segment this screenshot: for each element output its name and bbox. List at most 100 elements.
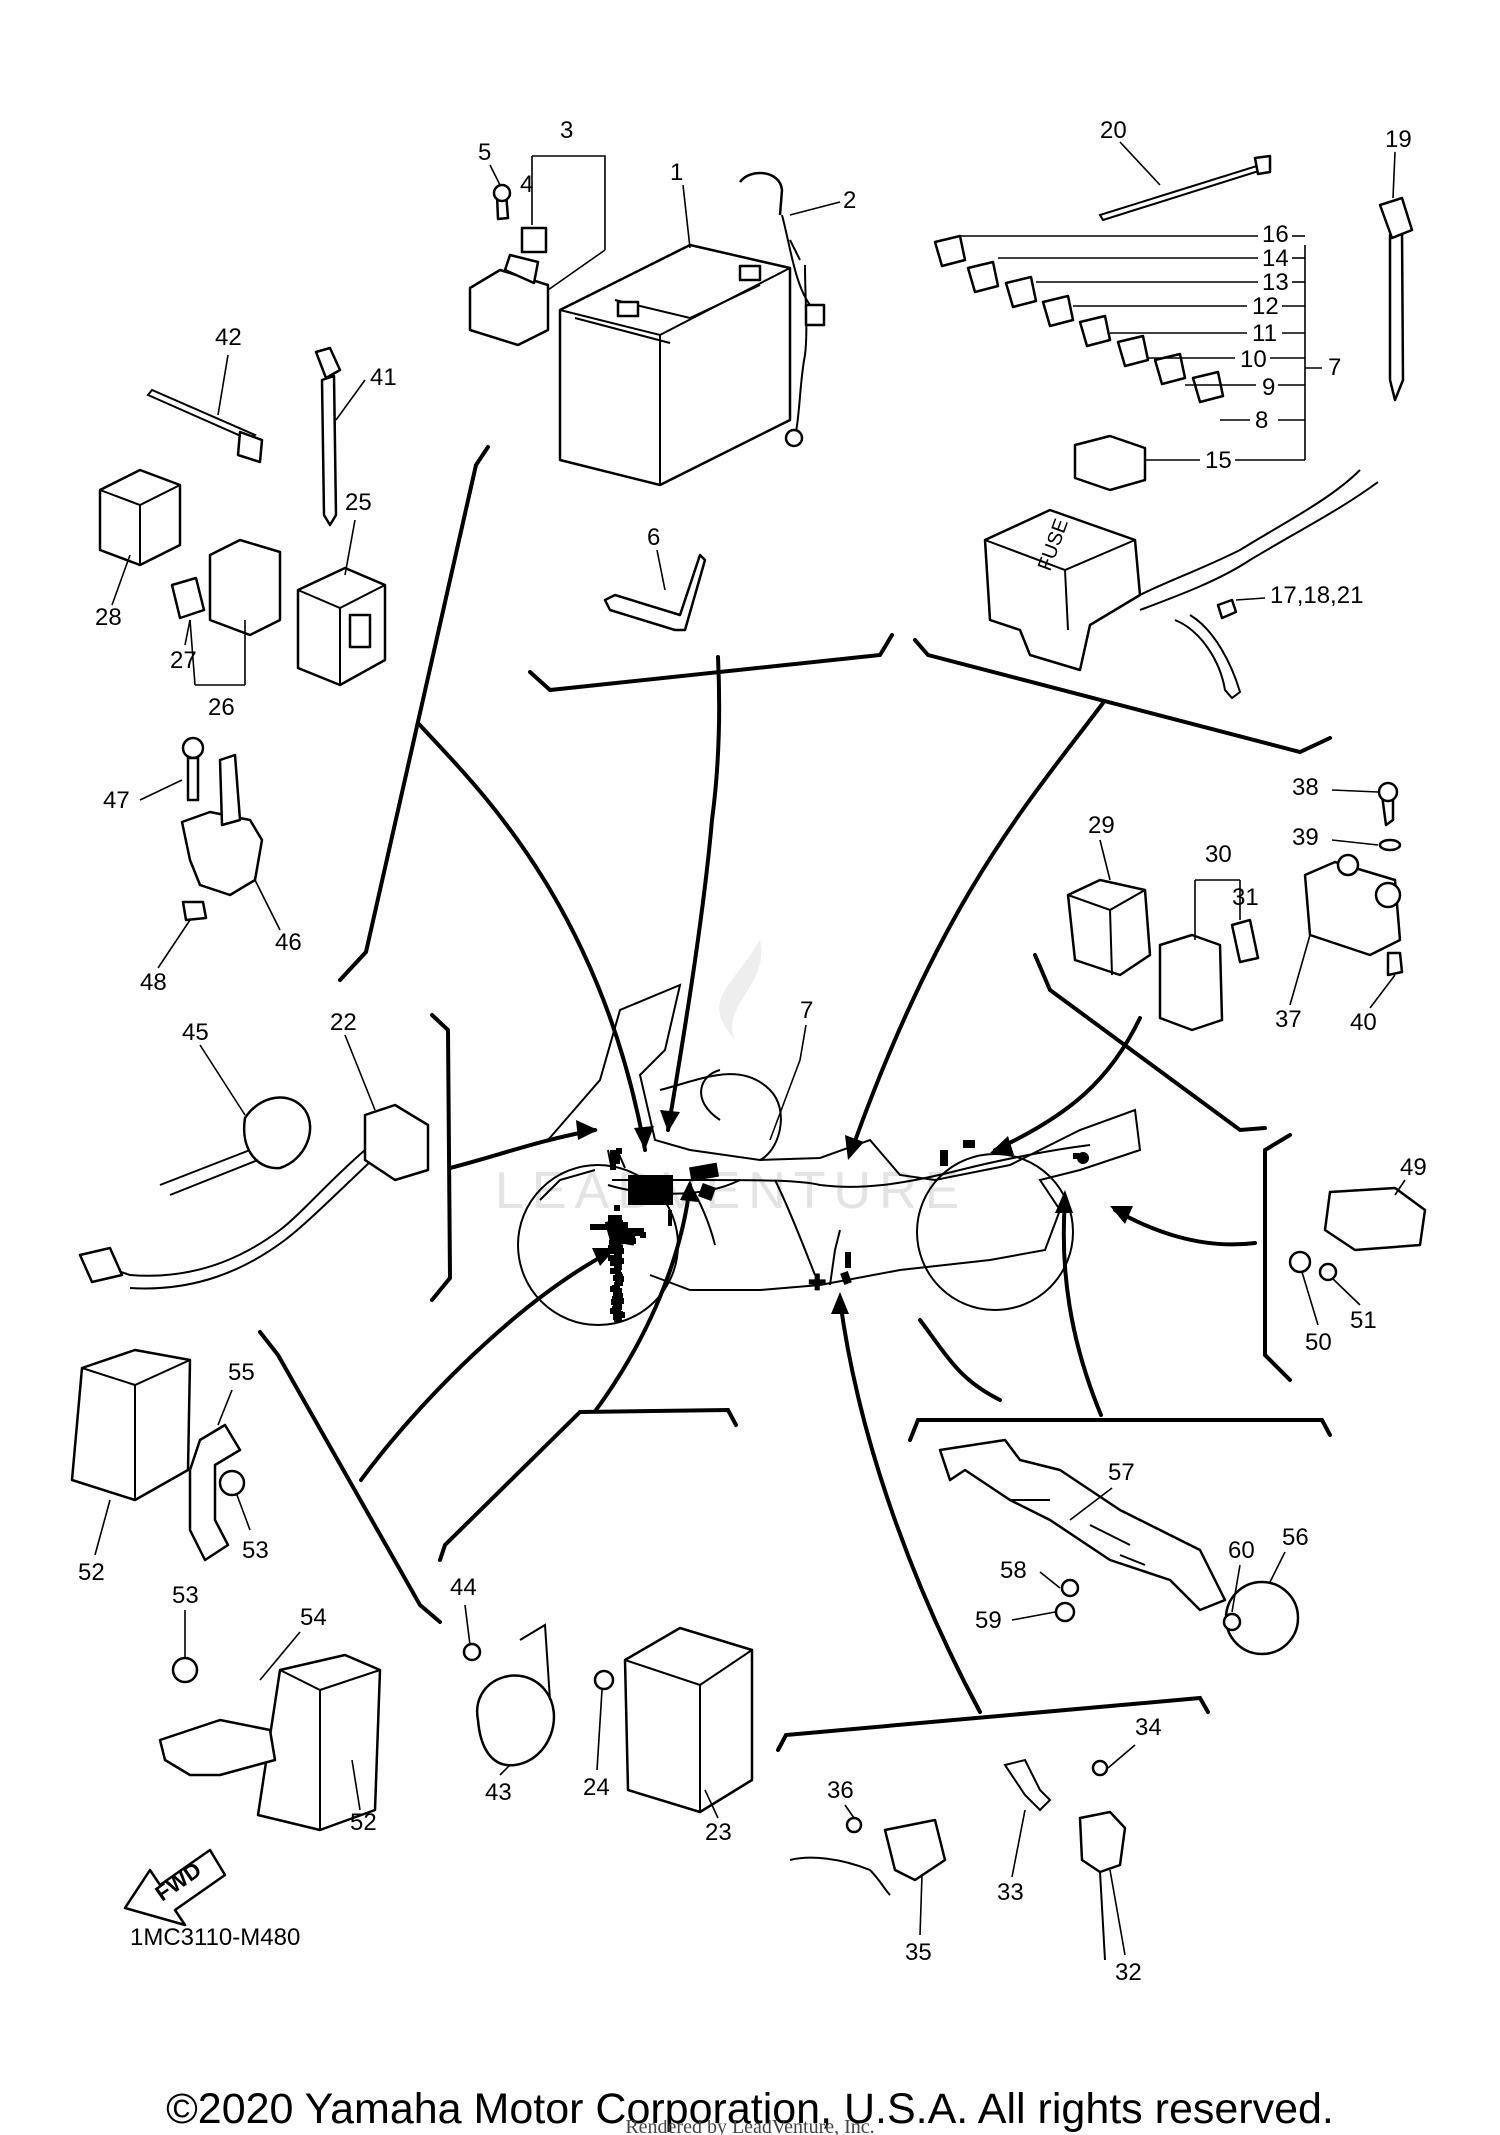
connector-45 (159, 1096, 312, 1196)
watermark: LEADVENTURE (495, 1162, 967, 1220)
part-label-40: 40 (1350, 1009, 1377, 1036)
bracket-57 (938, 1438, 1227, 1612)
part-label-20: 20 (1100, 117, 1127, 144)
part-label-11: 11 (1252, 320, 1277, 347)
part-label-54: 54 (300, 1604, 327, 1631)
part-label-52: 52 (350, 1809, 377, 1836)
part-label-38: 38 (1292, 774, 1319, 801)
part-label-34: 34 (1135, 1714, 1162, 1741)
sensor-37 (1303, 781, 1404, 977)
part-label-51: 51 (1350, 1307, 1377, 1334)
part-label-26: 26 (208, 694, 235, 721)
svg-text:✚: ✚ (808, 1270, 826, 1295)
reflector-rear (256, 1653, 382, 1832)
fuse-box (983, 469, 1379, 672)
part-label-17-18-21: 17,18,21 (1270, 582, 1363, 609)
part-label-5: 5 (478, 139, 491, 166)
relay-28 (98, 468, 182, 567)
part-label-43: 43 (485, 1779, 512, 1806)
part-label-48: 48 (140, 969, 167, 996)
part-label-28: 28 (95, 604, 122, 631)
part-label-49: 49 (1400, 1154, 1427, 1181)
part-label-60: 60 (1228, 1537, 1255, 1564)
part-label-13: 13 (1262, 269, 1289, 296)
part-label-7: 7 (800, 997, 813, 1024)
part-label-36: 36 (827, 1777, 854, 1804)
battery (558, 243, 792, 487)
part-label-3: 3 (560, 117, 573, 144)
diagram-code: 1MC3110-M480 (130, 1924, 300, 1951)
group-brackets (258, 445, 1332, 1752)
part-label-27: 27 (170, 647, 197, 674)
part-label-2: 2 (843, 187, 856, 214)
part-label-52: 52 (78, 1559, 105, 1586)
cable-tie-right (1378, 196, 1414, 402)
horn-marker (604, 1218, 626, 1248)
connector-22 (78, 1103, 430, 1290)
part-label-58: 58 (1000, 1557, 1027, 1584)
wire-harness (612, 1144, 1091, 1188)
horn (462, 1623, 556, 1767)
part-label-59: 59 (975, 1607, 1002, 1634)
watermark-flame-icon (719, 940, 762, 1040)
cable-tie-42 (146, 388, 264, 464)
part-label-1: 1 (670, 159, 683, 186)
part-label-57: 57 (1108, 1459, 1135, 1486)
sensor-32 (1003, 1758, 1127, 1961)
cap-56 (1222, 1580, 1300, 1656)
part-label-44: 44 (450, 1574, 477, 1601)
battery-cable (738, 171, 826, 448)
part-label-53: 53 (172, 1582, 199, 1609)
part-label-31: 31 (1232, 884, 1259, 911)
leader-lines (359, 655, 1257, 1714)
copyright-notice: ©2020 Yamaha Motor Corporation, U.S.A. A… (166, 2085, 1334, 2133)
part-label-47: 47 (103, 787, 130, 814)
part-label-7: 7 (1328, 354, 1341, 381)
washer-nut-58-59 (1054, 1578, 1080, 1623)
part-label-41: 41 (370, 364, 397, 391)
part-label-16: 16 (1262, 221, 1289, 248)
cable-tie-top (1098, 154, 1272, 222)
reflector-bracket-54 (158, 1656, 277, 1777)
part-label-56: 56 (1282, 1524, 1309, 1551)
part-label-30: 30 (1205, 841, 1232, 868)
part-label-35: 35 (905, 1939, 932, 1966)
part-label-37: 37 (1275, 1006, 1302, 1033)
part-label-22: 22 (330, 1009, 357, 1036)
switch-35 (789, 1816, 947, 1896)
part-label-4: 4 (520, 171, 533, 198)
fwd-arrow (123, 1848, 227, 1927)
cable-tie-41 (314, 346, 342, 527)
relay-30 (1158, 918, 1260, 1032)
part-label-33: 33 (997, 1879, 1024, 1906)
relay-26 (170, 538, 282, 637)
rendered-by-note: Rendered by LeadVenture, Inc. (625, 2120, 875, 2135)
sensor-46 (180, 736, 264, 922)
part-label-12: 12 (1252, 293, 1279, 320)
part-label-39: 39 (1292, 824, 1319, 851)
starter-relay (468, 183, 550, 347)
ecu (593, 1626, 754, 1814)
license-light-marker (1077, 1152, 1089, 1164)
part-label-25: 25 (345, 489, 372, 516)
part-label-14: 14 (1262, 245, 1289, 272)
part-label-6: 6 (647, 524, 660, 551)
rectifier-marker (610, 1150, 620, 1164)
reflector-front (70, 1348, 192, 1502)
part-label-50: 50 (1305, 1329, 1332, 1356)
relay-marker (698, 1183, 716, 1201)
part-label-19: 19 (1385, 126, 1412, 153)
license-plate-light (1288, 1186, 1427, 1282)
fuse-set (933, 234, 1225, 492)
part-label-23: 23 (705, 1819, 732, 1846)
part-label-42: 42 (215, 324, 242, 351)
reflector-bracket-55 (188, 1423, 246, 1562)
part-label-53: 53 (242, 1537, 269, 1564)
battery-band (603, 553, 707, 632)
relay-29 (1066, 878, 1152, 977)
flasher-relay-25 (296, 566, 387, 687)
part-labels: 1 2 3 4 5 6 7 7 8 9 10 11 12 13 14 (78, 117, 1427, 1986)
part-label-9: 9 (1262, 374, 1275, 401)
part-label-8: 8 (1255, 407, 1268, 434)
